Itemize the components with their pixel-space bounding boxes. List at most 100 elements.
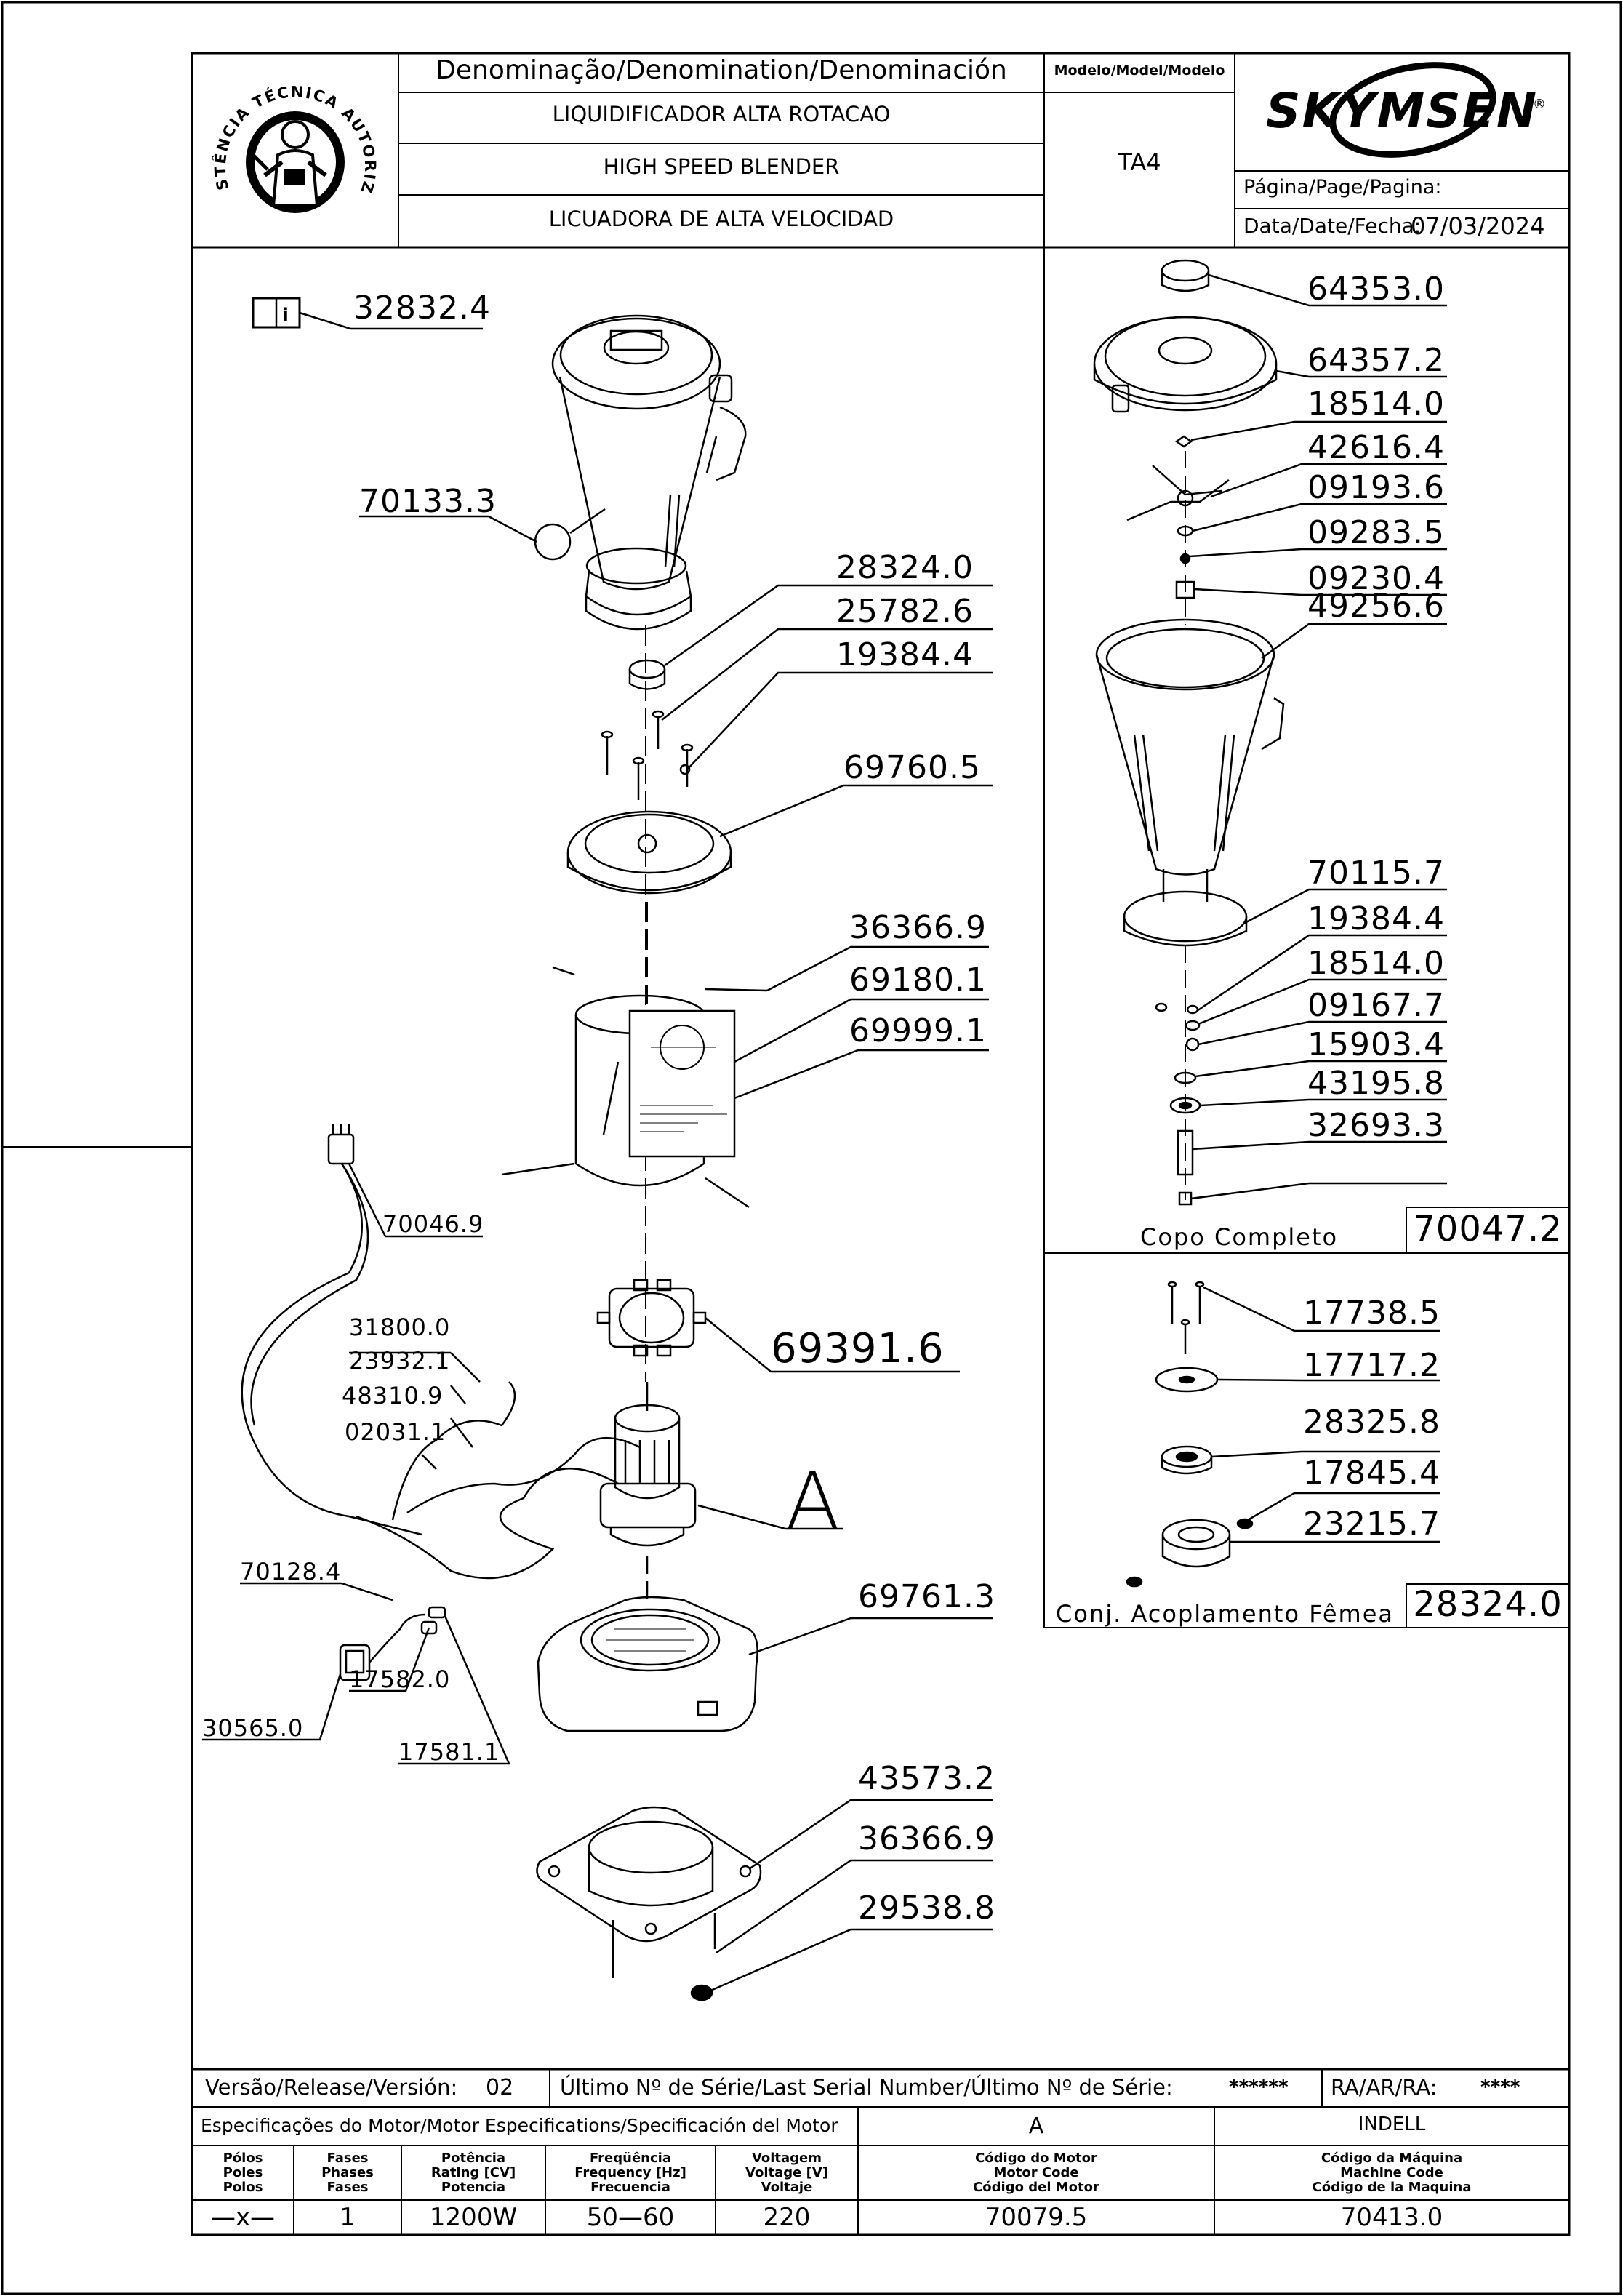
col-poles-header: Pólos Poles Polos bbox=[223, 2150, 263, 2195]
cup-part-label: 32693.3 bbox=[1307, 1107, 1445, 1144]
authorized-service-seal: ASSISTÊNCIA TÉCNICA AUTORIZADA bbox=[185, 39, 398, 247]
col-phases-header: Fases Phases Fases bbox=[321, 2150, 374, 2195]
machine-code-value: 70413.0 bbox=[1340, 2203, 1443, 2232]
ra-value: **** bbox=[1480, 2076, 1520, 2098]
serial-label: Último Nº de Série/Last Serial Number/Úl… bbox=[560, 2075, 1173, 2100]
cup-part-label: 18514.0 bbox=[1307, 945, 1445, 982]
date-label: Data/Date/Fecha: bbox=[1243, 214, 1422, 238]
page-label: Página/Page/Pagina: bbox=[1243, 176, 1442, 199]
motor-maker: INDELL bbox=[1358, 2113, 1426, 2135]
motor-cover-top bbox=[566, 810, 732, 895]
ra-label: RA/AR/RA: bbox=[1331, 2075, 1438, 2100]
part-label: 70128.4 bbox=[240, 1558, 342, 1585]
svg-text:®: ® bbox=[1533, 97, 1546, 112]
svg-text:i: i bbox=[282, 305, 289, 327]
cup-part-label: 70115.7 bbox=[1307, 855, 1445, 892]
cup-assembly-label: Copo Completo bbox=[1140, 1223, 1339, 1251]
part-label: 02031.1 bbox=[345, 1418, 446, 1446]
coupling-assembly-code: 28324.0 bbox=[1413, 1584, 1563, 1625]
coupling-part-label: 28325.8 bbox=[1303, 1404, 1440, 1441]
model-value: TA4 bbox=[1118, 148, 1161, 176]
part-label: 30565.0 bbox=[202, 1714, 304, 1742]
seal-icon: ASSISTÊNCIA TÉCNICA AUTORIZADA bbox=[185, 39, 377, 213]
part-label: 70046.9 bbox=[382, 1210, 484, 1238]
name-en: HIGH SPEED BLENDER bbox=[603, 154, 840, 179]
release-value: 02 bbox=[486, 2075, 514, 2100]
serial-value: ****** bbox=[1229, 2076, 1289, 2098]
part-label: 43573.2 bbox=[858, 1760, 995, 1797]
power-cord-drawing bbox=[241, 1124, 641, 1681]
motor-code-value: 70079.5 bbox=[985, 2203, 1088, 2232]
date-value: 07/03/2024 bbox=[1411, 212, 1545, 240]
cup-part-label: 15903.4 bbox=[1307, 1026, 1445, 1063]
part-label: 31800.0 bbox=[349, 1313, 451, 1341]
cup-assembly-code: 70047.2 bbox=[1413, 1209, 1563, 1249]
col-rating-header: Potência Rating [CV] Potencia bbox=[430, 2150, 516, 2195]
base-screws bbox=[601, 710, 694, 800]
coupling-assembly-label: Conj. Acoplamento Fêmea bbox=[1056, 1600, 1394, 1628]
part-label: 36366.9 bbox=[849, 909, 987, 946]
coupling-part-label: 17717.2 bbox=[1303, 1347, 1440, 1384]
motor-drawing bbox=[599, 1382, 697, 1600]
cup-part-label: 09167.7 bbox=[1307, 987, 1445, 1024]
part-label: 17581.1 bbox=[398, 1738, 500, 1766]
name-pt: LIQUIDIFICADOR ALTA ROTACAO bbox=[552, 102, 891, 127]
cup-part-label: 19384.4 bbox=[1307, 900, 1445, 937]
col-machine-code-header: Código da Máquina Machine Code Código de… bbox=[1312, 2150, 1472, 2195]
part-label: 69999.1 bbox=[849, 1012, 987, 1049]
part-label: 48310.9 bbox=[342, 1382, 444, 1409]
coupling-part-label: 17738.5 bbox=[1303, 1295, 1440, 1332]
gasket-plate-drawing bbox=[596, 1279, 707, 1357]
cup-part-label: 49256.6 bbox=[1307, 588, 1445, 625]
motor-base-drawing bbox=[537, 1596, 758, 1732]
cup-part-label: 18514.0 bbox=[1307, 385, 1445, 423]
part-label: 69180.1 bbox=[849, 961, 987, 999]
part-label: 25782.6 bbox=[836, 593, 974, 630]
part-label: 32832.4 bbox=[353, 289, 491, 327]
brand-logo-icon: SKYMSEN ® bbox=[1266, 62, 1546, 158]
poles-value: —x— bbox=[210, 2203, 276, 2232]
cup-part-label: 09283.5 bbox=[1307, 514, 1445, 551]
part-label: 23932.1 bbox=[349, 1347, 451, 1375]
svg-text:SKYMSEN: SKYMSEN bbox=[1266, 83, 1538, 139]
cup-part-label: 09193.6 bbox=[1307, 469, 1445, 506]
part-label: 69761.3 bbox=[858, 1578, 995, 1615]
denomination-label: Denominação/Denomination/Denominación bbox=[436, 55, 1007, 85]
cup-part-label: 64353.0 bbox=[1307, 271, 1445, 308]
part-label: 36366.9 bbox=[858, 1820, 995, 1857]
voltage-value: 220 bbox=[763, 2203, 811, 2232]
col-voltage-header: Voltagem Voltage [V] Voltaje bbox=[745, 2150, 828, 2195]
part-label: 70133.3 bbox=[359, 483, 497, 520]
cup-part-label: 43195.8 bbox=[1307, 1065, 1445, 1102]
motor-housing-drawing bbox=[501, 966, 768, 1209]
phases-value: 1 bbox=[340, 2203, 356, 2232]
motor-spec-label: Especificações do Motor/Motor Especifica… bbox=[201, 2115, 838, 2136]
motor-callout-letter: A bbox=[785, 1455, 841, 1548]
col-frequency-header: Freqüência Frequency [Hz] Frecuencia bbox=[574, 2150, 686, 2195]
rating-value: 1200W bbox=[429, 2203, 518, 2232]
coupling-part-label: 17845.4 bbox=[1303, 1455, 1440, 1492]
part-label: 69760.5 bbox=[843, 749, 981, 786]
release-label: Versão/Release/Versión: bbox=[205, 2075, 458, 2100]
motor-type: A bbox=[1028, 2113, 1044, 2139]
part-label: 17582.0 bbox=[349, 1665, 451, 1693]
cup-part-label: 42616.4 bbox=[1307, 429, 1445, 466]
bottom-plate-drawing bbox=[536, 1806, 762, 1943]
part-label: 19384.4 bbox=[836, 636, 974, 673]
model-label: Modelo/Model/Modelo bbox=[1054, 63, 1225, 79]
part-label: 69391.6 bbox=[771, 1325, 945, 1372]
coupling-part-label: 23215.7 bbox=[1303, 1505, 1440, 1543]
frequency-value: 50—60 bbox=[586, 2203, 675, 2232]
skymsen-logo: SKYMSEN ® bbox=[1235, 53, 1569, 171]
name-es: LICUADORA DE ALTA VELOCIDAD bbox=[548, 207, 894, 231]
cup-part-label: 09230.4 bbox=[1307, 560, 1445, 597]
blender-jar-drawing bbox=[551, 314, 747, 631]
col-motor-code-header: Código do Motor Motor Code Código del Mo… bbox=[973, 2150, 1099, 2195]
part-label: 29538.8 bbox=[858, 1889, 995, 1927]
cup-part-label: 64357.2 bbox=[1307, 342, 1445, 379]
part-label: 28324.0 bbox=[836, 549, 974, 586]
